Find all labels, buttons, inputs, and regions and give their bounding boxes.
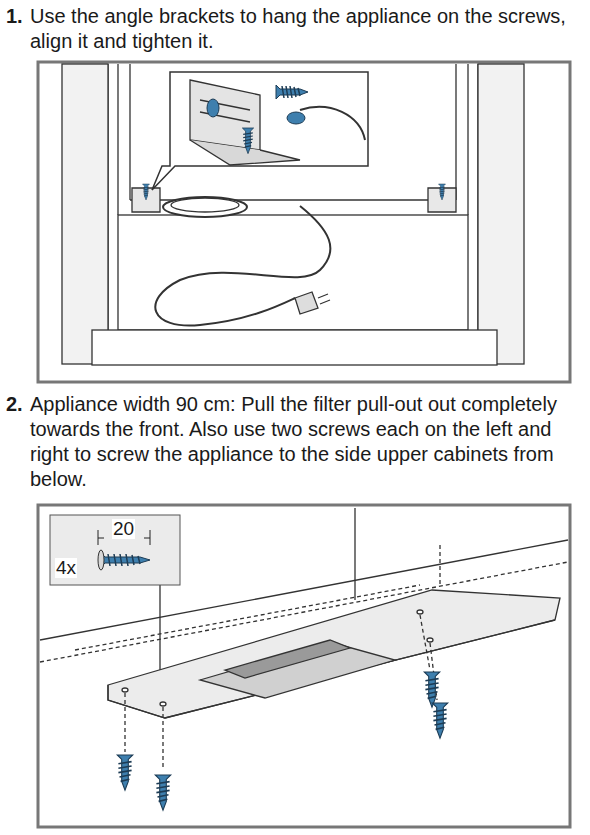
step-number: 2.	[6, 392, 30, 417]
step-number: 1.	[6, 4, 30, 29]
quantity-label: 4x	[55, 558, 77, 578]
instruction-text: Appliance width 90 cm: Pull the filter p…	[30, 392, 582, 492]
instruction-text: Use the angle brackets to hang the appli…	[30, 4, 582, 54]
dimension-label: 20	[112, 519, 135, 539]
